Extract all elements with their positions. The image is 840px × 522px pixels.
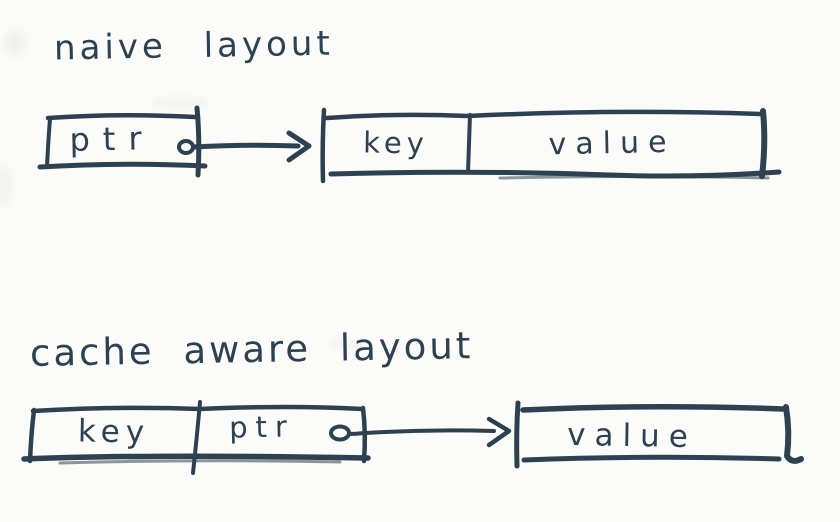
box-edge-bottom-double — [58, 459, 342, 465]
cache-key-ptr-box — [21, 400, 371, 475]
box-edge-left — [27, 407, 37, 464]
pointer-dot-icon — [177, 139, 195, 155]
naive-ptr-cell-label: ptr — [69, 119, 155, 159]
pointer-dot-tail — [347, 431, 366, 436]
box-cell-divider — [466, 113, 472, 174]
box-edge-right — [783, 404, 804, 464]
box-edge-left — [320, 107, 327, 184]
arrow-head — [286, 130, 312, 163]
box-edge-bottom-double — [498, 175, 770, 180]
arrow-shaft — [364, 428, 496, 435]
box-cell-divider — [191, 400, 202, 475]
naive-value-cell-label: value — [548, 124, 676, 163]
box-edge-top — [520, 403, 786, 413]
right-arrow-icon — [364, 416, 512, 448]
cache-value-box — [514, 400, 804, 469]
cache-ptr-cell-label: ptr — [228, 409, 296, 445]
section-title-naive: naive layout — [53, 23, 335, 69]
section-title-cache-aware: cache aware layout — [29, 324, 474, 375]
paper-smudge — [150, 96, 210, 109]
arrow-shaft — [191, 142, 301, 150]
box-edge-left — [45, 117, 52, 169]
paper-smudge — [4, 30, 26, 56]
naive-ptr-box — [37, 105, 208, 178]
paper-smudge — [330, 338, 366, 351]
pointer-origin-dot — [329, 424, 351, 442]
pointer-origin-dot — [177, 139, 195, 155]
box-edge-bottom — [521, 454, 782, 463]
cache-value-cell-label: value — [566, 416, 698, 456]
naive-key-cell-label: key — [362, 125, 430, 161]
naive-key-value-box — [320, 107, 782, 184]
box-edge-top — [45, 112, 198, 121]
box-edge-bottom — [37, 161, 208, 170]
box-edge-bottom — [21, 453, 371, 462]
pointer-dot-icon — [329, 424, 366, 442]
cache-key-cell-label: key — [77, 413, 151, 451]
right-arrow-icon — [191, 130, 312, 163]
box-edge-right — [759, 108, 768, 179]
box-edge-top — [324, 109, 763, 121]
paper-smudge — [0, 165, 12, 205]
box-edge-bottom — [328, 169, 782, 179]
arrow-head — [486, 416, 512, 448]
box-edge-right — [194, 105, 202, 178]
box-edge-left — [514, 400, 521, 469]
